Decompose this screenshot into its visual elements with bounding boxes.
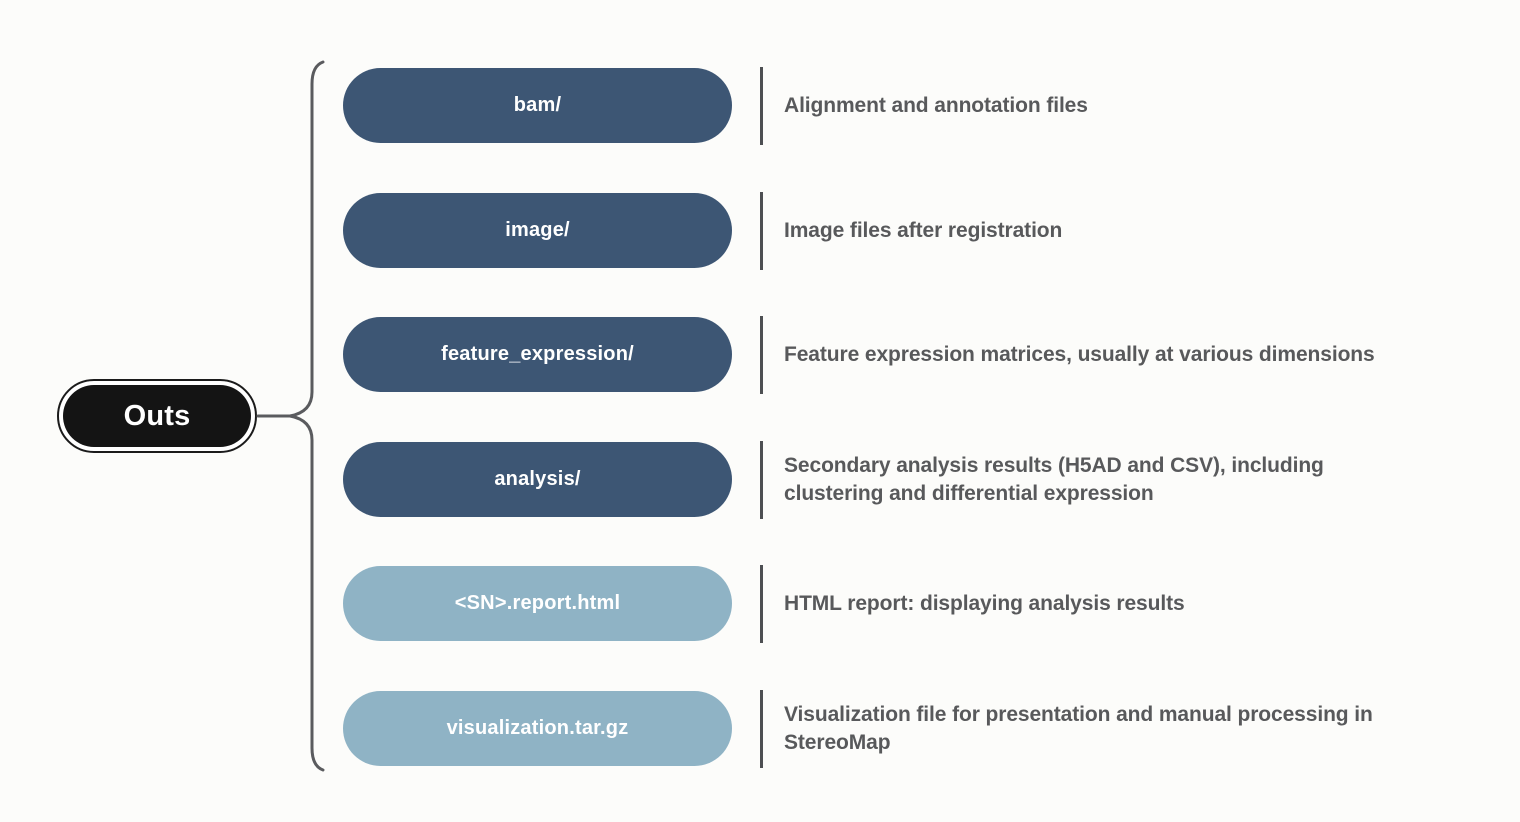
pill-bam: bam/: [343, 68, 732, 143]
separator-line: [760, 66, 763, 145]
row-image: image/ Image files after registration: [343, 191, 1463, 270]
row-visualization: visualization.tar.gz Visualization file …: [343, 689, 1463, 768]
pill-label: image/: [505, 219, 570, 241]
outs-node-fill: Outs: [63, 385, 251, 447]
pill-label: bam/: [513, 94, 562, 116]
row-bam: bam/ Alignment and annotation files: [343, 66, 1463, 145]
row-description: Image files after registration: [784, 218, 1063, 242]
pill-report-html: <SN>.report.html: [343, 566, 732, 641]
pill-image: image/: [343, 193, 732, 268]
brace-path: [288, 60, 325, 772]
separator-line: [760, 440, 763, 519]
separator-line: [760, 564, 763, 643]
brace-connector: [256, 60, 325, 772]
pill-label: analysis/: [494, 468, 581, 490]
row-description: Secondary analysis results (H5AD and CSV…: [784, 453, 1324, 505]
pill-label: visualization.tar.gz: [446, 717, 629, 739]
row-report-html: <SN>.report.html HTML report: displaying…: [343, 564, 1463, 643]
pill-label: <SN>.report.html: [454, 592, 621, 614]
separator-line: [760, 191, 763, 270]
row-analysis: analysis/ Secondary analysis results (H5…: [343, 440, 1463, 519]
row-feature-expression: feature_expression/ Feature expression m…: [343, 315, 1463, 394]
separator-line: [760, 689, 763, 768]
outs-node: Outs: [57, 379, 257, 453]
pill-analysis: analysis/: [343, 442, 732, 517]
separator-line: [760, 315, 763, 394]
pill-label: feature_expression/: [441, 343, 634, 365]
pill-feature-expression: feature_expression/: [343, 317, 732, 392]
row-description: Feature expression matrices, usually at …: [784, 342, 1375, 366]
row-description: Visualization file for presentation and …: [784, 702, 1373, 754]
outs-label: Outs: [123, 399, 191, 432]
pill-visualization: visualization.tar.gz: [343, 691, 732, 766]
row-description: Alignment and annotation files: [784, 93, 1088, 117]
row-description: HTML report: displaying analysis results: [784, 591, 1185, 615]
